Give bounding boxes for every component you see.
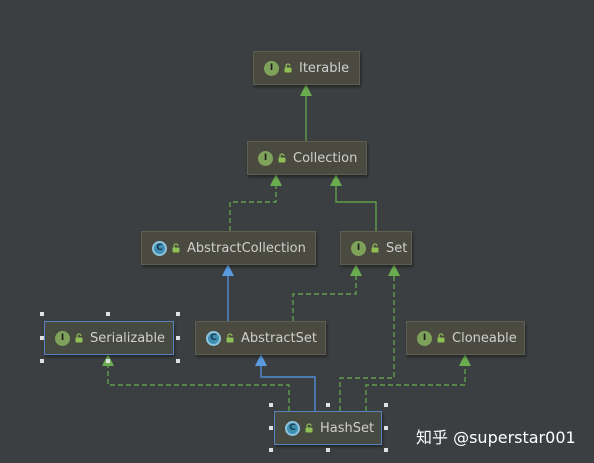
node-abstract-set[interactable]: C AbstractSet [195, 321, 326, 355]
selection-handle[interactable] [384, 426, 388, 430]
lock-icon [436, 333, 446, 343]
node-label: HashSet [320, 420, 375, 436]
interface-icon: I [351, 240, 366, 256]
lock-icon [74, 333, 84, 343]
node-abstract-collection[interactable]: C AbstractCollection [141, 231, 316, 265]
lock-icon [277, 153, 287, 163]
class-icon: C [285, 420, 300, 436]
selection-handle[interactable] [269, 448, 273, 452]
selection-handle[interactable] [40, 359, 44, 363]
selection-handle[interactable] [384, 403, 388, 407]
edge-set-collection [330, 174, 377, 231]
interface-icon: I [264, 60, 279, 76]
lock-icon [171, 243, 181, 253]
node-label: Serializable [90, 330, 166, 346]
edge-abstractcollection-collection [229, 174, 282, 231]
lock-icon [225, 333, 235, 343]
selection-handle[interactable] [326, 448, 330, 452]
lock-icon [304, 423, 314, 433]
selection-handle[interactable] [269, 426, 273, 430]
node-label: AbstractSet [241, 330, 317, 346]
edge-hashset-abstractset [255, 354, 316, 411]
selection-handle[interactable] [40, 312, 44, 316]
selection-handle[interactable] [384, 448, 388, 452]
selection-handle[interactable] [106, 359, 110, 363]
selection-handle[interactable] [176, 312, 180, 316]
watermark-text: 知乎 @superstar001 [416, 428, 576, 447]
node-label: Collection [293, 150, 358, 166]
class-icon: C [206, 330, 221, 346]
interface-icon: I [258, 150, 273, 166]
node-cloneable[interactable]: I Cloneable [406, 321, 525, 355]
node-collection[interactable]: I Collection [247, 141, 367, 175]
lock-icon [370, 243, 380, 253]
node-iterable[interactable]: I Iterable [253, 51, 360, 85]
node-label: AbstractCollection [187, 240, 306, 256]
node-serializable[interactable]: I Serializable [44, 321, 174, 355]
selection-handle[interactable] [176, 359, 180, 363]
interface-icon: I [417, 330, 432, 346]
edge-hashset-cloneable [365, 354, 471, 411]
selection-handle[interactable] [326, 403, 330, 407]
node-label: Iterable [299, 60, 350, 76]
edge-abstractset-set [292, 264, 362, 321]
selection-handle[interactable] [40, 336, 44, 340]
edge-collection-iterable [300, 84, 312, 141]
selection-handle[interactable] [176, 336, 180, 340]
edge-abstractset-abstractcollection [222, 264, 234, 321]
class-icon: C [152, 240, 167, 256]
selection-handle[interactable] [269, 403, 273, 407]
edge-hashset-set [339, 264, 400, 411]
node-label: Cloneable [452, 330, 517, 346]
interface-icon: I [55, 330, 70, 346]
lock-icon [283, 63, 293, 73]
node-set[interactable]: I Set [340, 231, 412, 265]
node-label: Set [386, 240, 408, 256]
selection-handle[interactable] [106, 312, 110, 316]
node-hashset[interactable]: C HashSet [274, 411, 382, 445]
